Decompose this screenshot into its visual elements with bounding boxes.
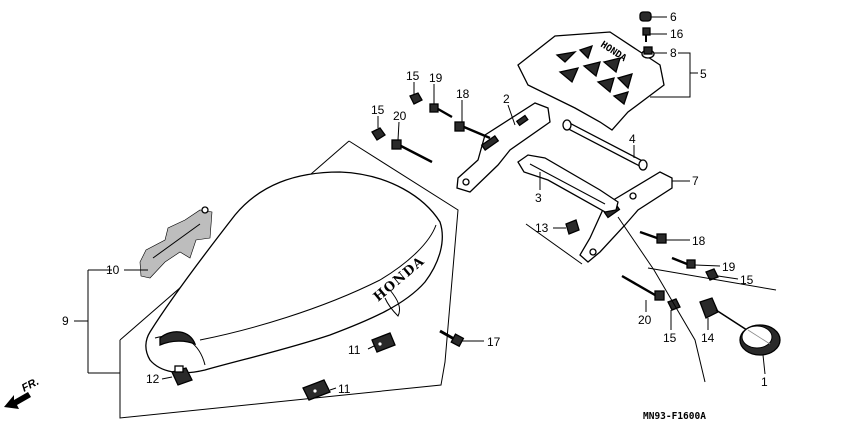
callout-15-b: 15: [371, 103, 385, 117]
rear-shaft: [562, 119, 648, 171]
callout-5: 5: [700, 67, 707, 81]
callout-19-b: 19: [722, 260, 736, 274]
callout-3: 3: [535, 191, 542, 205]
callout-14: 14: [701, 331, 715, 345]
seat-bolt: [439, 329, 465, 348]
drawing-code: MN93-F1600A: [643, 411, 706, 422]
callout-1: 1: [761, 375, 768, 389]
callout-labels: 6 16 8 5 15 19 18 2 15 20 4 7 3 13 18 19…: [62, 10, 768, 396]
seat-grommet-upper: [371, 332, 396, 353]
callout-18-b: 18: [692, 234, 706, 248]
callout-20-b: 20: [638, 313, 652, 327]
callout-10: 10: [106, 263, 120, 277]
callout-15-c: 15: [740, 273, 754, 287]
callout-19-a: 19: [429, 71, 443, 85]
rear-bracket-right: [456, 102, 551, 193]
callout-9: 9: [62, 314, 69, 328]
rear-reflector: [739, 324, 781, 356]
seat-grommet-lower: [302, 379, 331, 401]
callout-2: 2: [503, 92, 510, 106]
clip: [171, 365, 193, 386]
callout-11-a: 11: [348, 343, 361, 357]
callout-20-a: 20: [393, 109, 407, 123]
reflector-group-frame: [525, 216, 777, 383]
callout-17: 17: [487, 335, 501, 349]
front-arrow-icon: [4, 392, 31, 409]
callout-11-b: 11: [338, 382, 351, 396]
seat-bracket: [139, 206, 213, 279]
front-direction-label: FR.: [20, 376, 41, 395]
callout-18-a: 18: [456, 87, 470, 101]
rear-bracket-left: [579, 171, 673, 263]
callout-7: 7: [692, 174, 699, 188]
front-direction-indicator: FR.: [4, 376, 41, 409]
hardware: [371, 11, 751, 333]
callout-4: 4: [629, 132, 636, 146]
callout-15-a: 15: [406, 69, 420, 83]
callout-8: 8: [670, 46, 677, 60]
callout-6: 6: [670, 10, 677, 24]
callout-13: 13: [535, 221, 549, 235]
cross-member: [517, 154, 619, 213]
callout-16: 16: [670, 27, 684, 41]
leader-lines: [124, 16, 766, 391]
callout-15-d: 15: [663, 331, 677, 345]
seat: HONDA: [145, 171, 443, 374]
callout-12: 12: [146, 372, 160, 386]
rear-carrier: HONDA: [517, 31, 665, 131]
